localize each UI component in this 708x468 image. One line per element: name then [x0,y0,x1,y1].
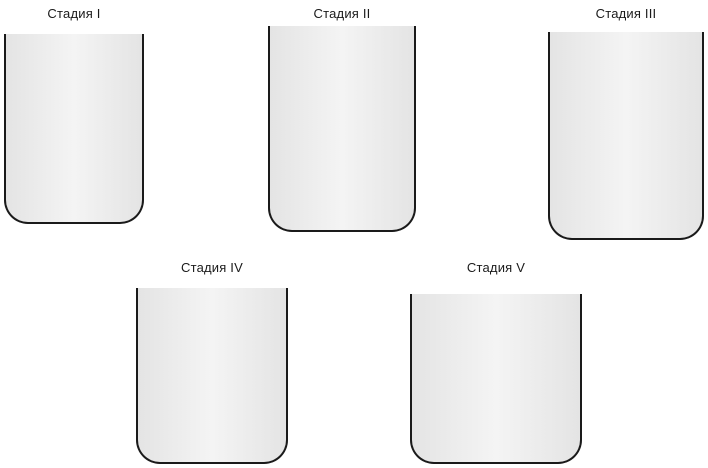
stage-1-figure-placeholder [4,34,144,224]
stage-4-label: Стадия IV [136,260,288,275]
stage-5-label: Стадия V [410,260,582,275]
stage-3-figure-placeholder [548,32,704,240]
stage-1: Стадия I [4,6,144,224]
stage-5: Стадия V [410,260,582,464]
stage-2: Стадия II [268,6,416,232]
stage-2-label: Стадия II [268,6,416,21]
stage-4-figure-placeholder [136,288,288,464]
stage-4: Стадия IV [136,260,288,464]
stage-3-label: Стадия III [548,6,704,21]
stage-5-figure-placeholder [410,294,582,464]
stage-3: Стадия III [548,6,704,240]
stage-1-label: Стадия I [4,6,144,21]
stage-2-figure-placeholder [268,26,416,232]
